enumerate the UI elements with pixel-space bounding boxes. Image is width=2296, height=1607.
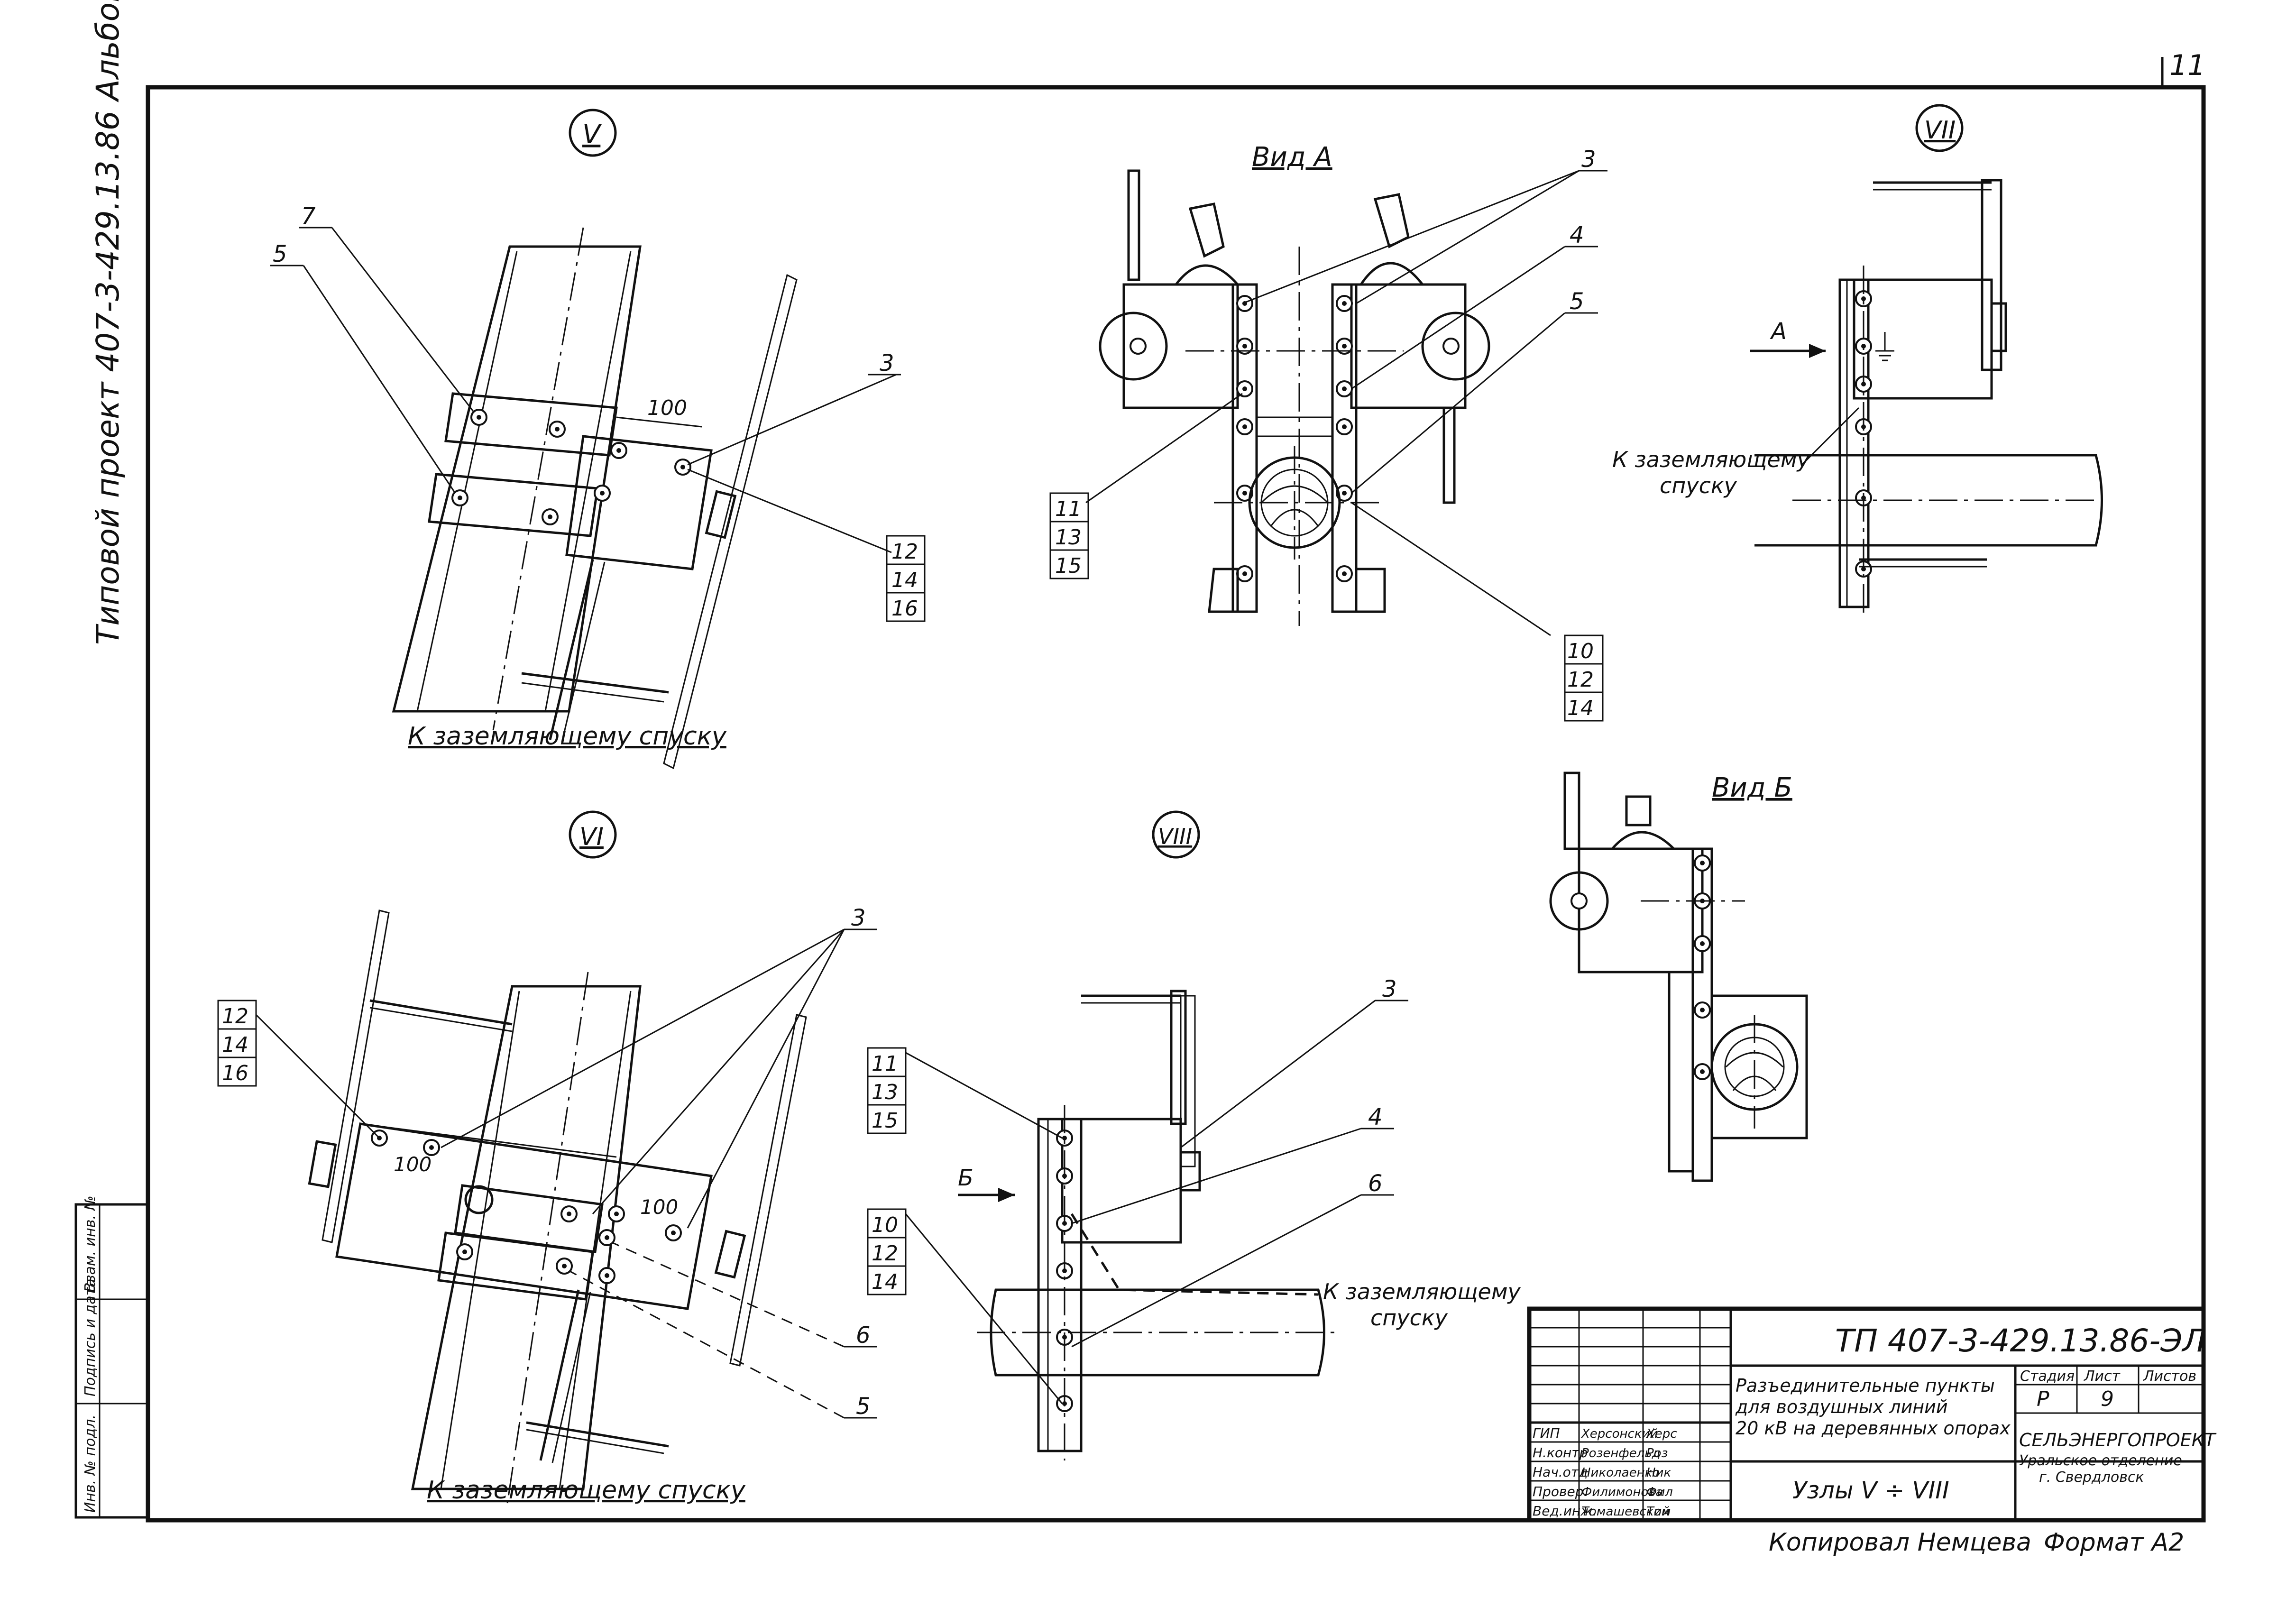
vi-callout-12: 12 — [222, 1004, 248, 1028]
vid-a-callout-3: 3 — [1581, 146, 1596, 173]
view-viii-label: VIII — [1158, 824, 1192, 849]
v-dim-100: 100 — [647, 396, 687, 420]
v-callout-16: 16 — [891, 597, 918, 621]
vi-dim-100-b: 100 — [640, 1195, 678, 1219]
view-vi-label: VI — [579, 823, 604, 851]
stamp-role-0: ГИП — [1533, 1425, 1560, 1441]
v-callout-14: 14 — [891, 568, 918, 592]
vid-a-callout-4: 4 — [1570, 222, 1584, 248]
vii-k-zazem-2: спуску — [1660, 473, 1737, 498]
stamp-name-0: Херсонский — [1580, 1427, 1658, 1441]
footer-copied: Копировал Немцева — [1769, 1528, 2031, 1557]
viii-arrow-b: Б — [958, 1165, 974, 1191]
viii-callout-10: 10 — [872, 1213, 898, 1237]
margin-inv: Инв. № подл. — [82, 1414, 99, 1513]
vi-callout-3: 3 — [851, 905, 866, 931]
vid-b-title: Вид Б — [1712, 772, 1792, 803]
viii-callout-6: 6 — [1368, 1170, 1383, 1197]
stamp-org-3: г. Свердловск — [2039, 1469, 2144, 1486]
vii-k-zazem-1: К заземляющему — [1612, 447, 1810, 472]
viii-callout-13: 13 — [872, 1080, 898, 1104]
vid-a-callout-10: 10 — [1567, 639, 1594, 663]
vid-a-callout-5: 5 — [1570, 288, 1584, 315]
stamp-role-3: Провер. — [1533, 1484, 1588, 1499]
vi-dim-100-a: 100 — [394, 1153, 432, 1176]
vid-a-callout-12: 12 — [1567, 668, 1594, 692]
v-callout-5: 5 — [273, 241, 287, 267]
view-viii: VIII Б 3 4 — [867, 810, 1521, 1460]
stamp-name-3: Филимонова — [1581, 1485, 1663, 1499]
stamp-designation: ТП 407-3-429.13.86-ЭЛ — [1835, 1322, 2206, 1359]
vid-a-callout-14: 14 — [1567, 696, 1594, 720]
margin-sign: Подпись и дата — [82, 1279, 99, 1397]
stamp-sign-1: Роз — [1646, 1446, 1668, 1460]
stamp-col-stage: Стадия — [2020, 1368, 2075, 1385]
stamp-name-4: Томашевский — [1581, 1505, 1670, 1519]
stamp-desc-3: 20 кВ на деревянных опорах — [1736, 1418, 2011, 1439]
stamp-role-4: Вед.инж. — [1533, 1503, 1597, 1519]
stamp-org-2: Уральское отделение — [2019, 1452, 2182, 1469]
sheet-frame — [146, 57, 2206, 1523]
stamp-sheet-title: Узлы V ÷ VIII — [1792, 1477, 1949, 1504]
view-v: V 100 7 5 3 — [270, 109, 926, 770]
viii-callout-12: 12 — [872, 1241, 898, 1266]
stamp-desc-1: Разъединительные пункты — [1736, 1375, 1995, 1396]
vid-a-callout-11: 11 — [1055, 497, 1082, 521]
margin-vzam: Взам. инв. № — [82, 1195, 99, 1292]
vi-k-zazem: К заземляющему спуску — [427, 1476, 746, 1505]
stamp-col-sheets: Листов — [2143, 1368, 2196, 1385]
stamp-sign-2: Ник — [1646, 1466, 1671, 1480]
viii-k-zazem-2: спуску — [1370, 1305, 1448, 1331]
stamp-stage: Р — [2037, 1387, 2049, 1411]
vi-callout-5: 5 — [856, 1393, 871, 1420]
stamp-org-1: СЕЛЬЭНЕРГОПРОЕКТ — [2019, 1430, 2217, 1451]
stamp-sign-4: Том — [1646, 1505, 1671, 1519]
viii-k-zazem-1: К заземляющему — [1323, 1279, 1521, 1304]
view-vi: VI 100 100 — [217, 810, 877, 1505]
stamp-name-2: Николаенко — [1581, 1466, 1660, 1480]
margin-stamp: Инв. № подл. Подпись и дата Взам. инв. № — [74, 1195, 148, 1519]
vi-callout-14: 14 — [222, 1033, 248, 1057]
v-callout-3: 3 — [880, 350, 894, 376]
footer-format: Формат А2 — [2044, 1528, 2184, 1557]
view-v-label: V — [582, 119, 602, 150]
v-callout-7: 7 — [301, 203, 316, 230]
viii-callout-11: 11 — [872, 1052, 898, 1076]
viii-callout-3: 3 — [1382, 976, 1397, 1002]
vi-callout-16: 16 — [222, 1061, 248, 1085]
sheet-number: 11 — [2169, 49, 2205, 82]
stamp-sign-0: Херс — [1645, 1427, 1677, 1441]
stamp-desc-2: для воздушных линий — [1735, 1396, 1948, 1417]
viii-callout-4: 4 — [1368, 1104, 1383, 1130]
vid-a-callout-13: 13 — [1055, 525, 1082, 550]
vi-callout-6: 6 — [856, 1322, 871, 1349]
stamp-role-1: Н.контр — [1533, 1445, 1588, 1460]
stamp-name-1: Розенфельд — [1581, 1446, 1661, 1460]
stamp-sign-3: Фил — [1646, 1485, 1673, 1499]
stamp-col-sheet: Лист — [2084, 1368, 2121, 1385]
side-title: Типовой проект 407-3-429.13.86 Альбом I — [90, 0, 126, 645]
title-block: ТП 407-3-429.13.86-ЭЛ Разъединительные п… — [1527, 1306, 2217, 1523]
view-vii-label: VII — [1924, 116, 1956, 145]
viii-callout-14: 14 — [872, 1270, 898, 1294]
vii-arrow-a: А — [1770, 318, 1787, 345]
vid-a-title: Вид А — [1252, 142, 1332, 173]
stamp-sheet: 9 — [2101, 1387, 2114, 1411]
stamp-role-2: Нач.отд — [1533, 1464, 1588, 1480]
v-callout-12: 12 — [891, 540, 918, 564]
view-vii: VII А К заземляющему сп — [1612, 104, 2103, 616]
view-vid-a: Вид А — [1049, 142, 1607, 722]
vid-a-callout-15: 15 — [1055, 554, 1082, 578]
viii-callout-15: 15 — [872, 1109, 898, 1133]
view-vid-b: Вид Б — [1549, 771, 1808, 1182]
v-k-zazem: К заземляющему спуску — [408, 722, 727, 751]
